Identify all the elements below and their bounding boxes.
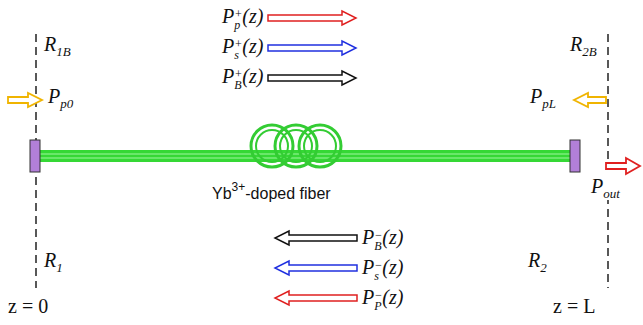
label-text: p	[234, 19, 242, 31]
label-text: B	[374, 240, 382, 252]
label-text: 1	[56, 260, 63, 275]
label-text: +	[234, 38, 242, 49]
pump-input-arrow	[574, 93, 606, 107]
math-label: P+s(z)	[222, 36, 263, 61]
label-text: 2B	[582, 44, 596, 59]
label-text: −	[374, 259, 382, 270]
label-text: P	[374, 300, 382, 312]
label-text: +	[234, 8, 242, 19]
output-arrow	[606, 158, 640, 174]
math-label: P+B(z)	[222, 66, 263, 91]
math-label: z = 0	[8, 296, 48, 316]
label-text: P	[48, 85, 60, 107]
label-text: P	[591, 175, 603, 197]
label-text: B	[234, 79, 242, 91]
reference-line	[607, 34, 609, 165]
label-text: -doped fiber	[245, 185, 330, 202]
forward-signal-arrow	[268, 41, 356, 55]
label-text: s	[374, 270, 382, 282]
mirror-right	[570, 140, 580, 172]
math-label: Pp0	[48, 86, 73, 110]
backward-brillouin-arrow	[275, 231, 357, 245]
backward-pump-arrow	[275, 291, 357, 305]
label-text: P	[530, 85, 542, 107]
forward-brillouin-arrow	[268, 71, 356, 85]
math-label: Yb3+-doped fiber	[212, 181, 331, 202]
label-text: z = 0	[8, 295, 48, 317]
label-text: (z)	[242, 65, 263, 87]
pump-input-arrow	[8, 93, 42, 107]
label-text: 3+	[232, 180, 246, 194]
label-text: z = L	[553, 295, 595, 317]
label-text: Yb	[212, 185, 232, 202]
math-label: P−P(z)	[362, 287, 403, 312]
script-stack: +s	[234, 38, 242, 61]
label-text: +	[234, 68, 242, 79]
label-text: (z)	[242, 5, 263, 27]
math-label: R1	[44, 250, 63, 274]
math-label: PpL	[530, 86, 556, 110]
fiber-coil	[251, 125, 341, 167]
label-text: −	[374, 229, 382, 240]
label-text: P	[222, 5, 234, 27]
label-text: P	[362, 286, 374, 308]
label-text: P	[222, 35, 234, 57]
math-label: R1B	[44, 34, 71, 58]
label-text: R	[44, 249, 56, 271]
forward-pump-arrow	[268, 11, 356, 25]
script-stack: −B	[374, 229, 382, 252]
label-text: −	[374, 289, 382, 300]
backward-signal-arrow	[275, 261, 357, 275]
mirror-left	[30, 140, 40, 172]
math-label: P+p(z)	[222, 6, 263, 31]
label-text: P	[362, 226, 374, 248]
math-label: Pout	[590, 176, 621, 200]
label-text: 1B	[56, 44, 70, 59]
label-text: R	[528, 249, 540, 271]
math-label: R2	[528, 250, 547, 274]
label-text: P	[362, 256, 374, 278]
math-label: R2B	[570, 34, 597, 58]
label-text: (z)	[382, 286, 403, 308]
label-text: (z)	[382, 226, 403, 248]
label-text: R	[570, 33, 582, 55]
reference-line	[607, 196, 609, 288]
math-label: P−s(z)	[362, 257, 403, 282]
label-text: p0	[60, 96, 73, 111]
label-text: R	[44, 33, 56, 55]
label-text: 2	[540, 260, 547, 275]
script-stack: −P	[374, 289, 382, 312]
math-label: z = L	[553, 296, 595, 316]
script-stack: +B	[234, 68, 242, 91]
label-text: (z)	[242, 35, 263, 57]
label-text: pL	[542, 96, 556, 111]
script-stack: +p	[234, 8, 242, 31]
label-text: (z)	[382, 256, 403, 278]
script-stack: −s	[374, 259, 382, 282]
math-label: P−B(z)	[362, 227, 403, 252]
label-text: P	[222, 65, 234, 87]
label-text: out	[603, 186, 620, 201]
label-text: s	[234, 49, 242, 61]
